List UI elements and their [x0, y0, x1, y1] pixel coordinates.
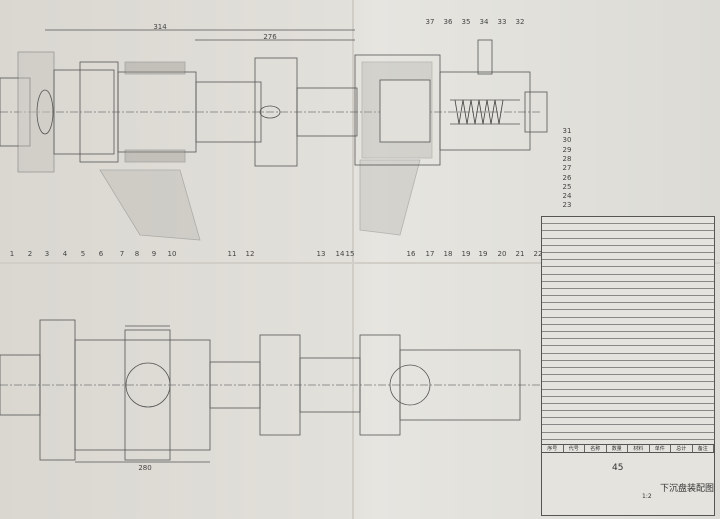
parts-list-row [542, 325, 714, 332]
part-balloon: 8 [134, 250, 140, 258]
title-block: 45 下沉盘装配图 1:2 [541, 452, 715, 516]
parts-header-cell: 总计 [671, 445, 693, 453]
part-balloon: 21 [515, 250, 525, 258]
parts-list-row [542, 418, 714, 426]
dimension-label: 276 [263, 33, 277, 41]
parts-list-row [542, 246, 714, 253]
part-balloon: 28 [562, 154, 572, 163]
parts-list-row [542, 310, 714, 318]
part-balloon: 34 [479, 18, 489, 26]
part-balloon: 37 [425, 18, 435, 26]
part-balloon: 14 [335, 250, 345, 258]
scale-value: 1:2 [642, 493, 652, 500]
part-balloon: 25 [562, 182, 572, 191]
part-balloon: 7 [119, 250, 125, 258]
part-balloon: 27 [562, 164, 572, 173]
parts-list-row [542, 425, 714, 433]
part-balloon: 26 [562, 173, 572, 182]
sheet-fold-vertical [352, 0, 354, 519]
part-balloon: 15 [345, 250, 355, 258]
parts-list-row [542, 404, 714, 412]
sheet-fold-horizontal [0, 262, 720, 264]
part-balloon: 16 [406, 250, 416, 258]
part-balloon: 19 [478, 250, 488, 258]
part-balloon: 2 [27, 250, 33, 258]
part-balloon: 4 [62, 250, 68, 258]
part-balloon: 35 [461, 18, 471, 26]
part-balloon: 31 [562, 127, 572, 135]
parts-list-row [542, 318, 714, 325]
part-balloon: 17 [425, 250, 435, 258]
part-balloon: 18 [443, 250, 453, 258]
parts-list-row [542, 303, 714, 311]
part-balloon: 29 [562, 145, 572, 154]
part-balloon: 10 [167, 250, 177, 258]
parts-header-cell: 代号 [564, 445, 585, 453]
part-balloon: 3 [44, 250, 50, 258]
parts-header-cell: 名称 [585, 445, 607, 453]
parts-list-row [542, 239, 714, 246]
part-balloon: 5 [80, 250, 86, 258]
dimension-label: 314 [153, 23, 167, 31]
parts-list-row [542, 397, 714, 404]
parts-list-row [542, 390, 714, 397]
parts-list-row [542, 382, 714, 390]
parts-header-cell: 备注 [693, 445, 714, 453]
parts-list-row [542, 346, 714, 354]
part-balloon: 20 [497, 250, 507, 258]
parts-header-cell: 序号 [542, 445, 564, 453]
parts-list-row [542, 339, 714, 347]
drawing-title: 下沉盘装配图 [660, 484, 715, 494]
part-balloon: 1 [9, 250, 15, 258]
parts-list-row [542, 368, 714, 376]
parts-list-row [542, 289, 714, 297]
part-balloon: 32 [515, 18, 525, 26]
part-balloon: 23 [562, 201, 572, 210]
parts-list-row [542, 375, 714, 383]
part-balloon: 22 [533, 250, 543, 258]
parts-list-row [542, 267, 714, 275]
part-balloon: 33 [497, 18, 507, 26]
part-balloon: 36 [443, 18, 453, 26]
part-balloon: 9 [151, 250, 157, 258]
parts-list-row [542, 296, 714, 304]
part-balloon: 13 [316, 250, 326, 258]
part-balloon: 6 [98, 250, 104, 258]
part-balloon: 30 [562, 136, 572, 145]
material-code: 45 [612, 463, 624, 473]
parts-list-row [542, 275, 714, 282]
parts-header-cell: 单件 [650, 445, 671, 453]
parts-list-row [542, 282, 714, 289]
plan-view [0, 319, 540, 463]
parts-list-row [542, 354, 714, 361]
parts-list-row [542, 224, 714, 232]
section-view [0, 29, 548, 241]
parts-list-row [542, 231, 714, 239]
parts-header-cell: 材料 [628, 445, 650, 453]
parts-list-row [542, 217, 714, 225]
parts-header-cell: 数量 [607, 445, 628, 453]
parts-list-row [542, 433, 714, 440]
parts-list-row [542, 411, 714, 419]
parts-list-row [542, 260, 714, 268]
parts-list-row [542, 361, 714, 368]
part-balloon: 11 [227, 250, 237, 258]
part-balloon: 19 [461, 250, 471, 258]
part-balloon: 24 [562, 192, 572, 201]
dimension-label: 280 [138, 464, 152, 472]
parts-list-row [542, 332, 714, 340]
parts-list-row [542, 253, 714, 261]
part-balloon: 12 [245, 250, 255, 258]
